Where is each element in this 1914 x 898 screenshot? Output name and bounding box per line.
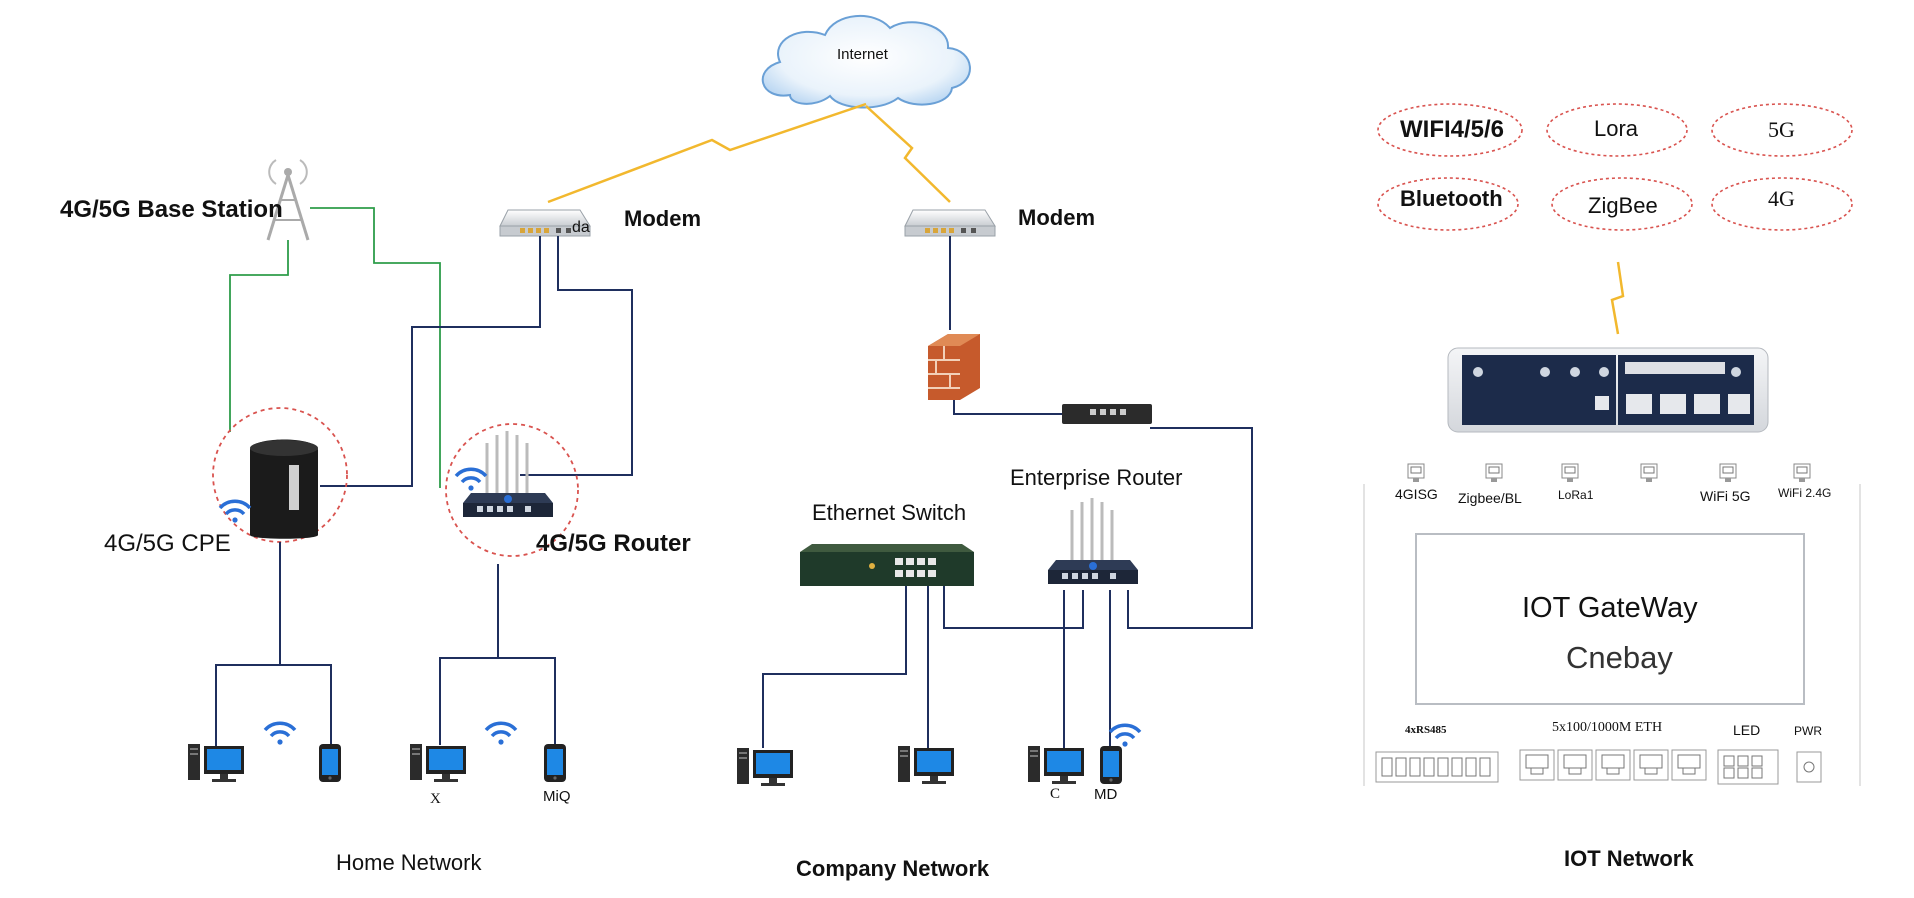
protocol-bluetooth: Bluetooth	[1400, 186, 1503, 211]
company-pc-2-icon	[898, 746, 954, 784]
home-router-label: 4G/5G Router	[536, 530, 691, 557]
gateway-title: IOT GateWay	[1522, 592, 1698, 624]
company-pc-1-icon	[737, 748, 793, 786]
iot-protocol-ellipses	[1377, 103, 1853, 231]
port-label-zigbee: Zigbee/BL	[1458, 490, 1522, 506]
cpe-link-devices	[215, 542, 281, 748]
base-station-label: 4G/5G Base Station	[60, 196, 283, 223]
iot-gateway-device	[1447, 347, 1769, 433]
company-phone-icon	[1100, 746, 1122, 784]
home-pc-1-icon	[188, 744, 244, 782]
home-device-label-2: MiQ	[543, 788, 571, 805]
firewall-link-switch	[953, 400, 1062, 415]
company-device-label-2: MD	[1094, 786, 1118, 803]
router-link-phone	[498, 657, 556, 745]
company-network-label: Company Network	[796, 856, 990, 881]
ethernet-switch-label: Ethernet Switch	[812, 500, 967, 525]
gateway-brand: Cnebay	[1566, 640, 1673, 675]
small-switch-link-router	[1127, 427, 1253, 629]
home-wifi-1-icon	[263, 721, 297, 747]
home-network-label: Home Network	[336, 850, 482, 875]
port-label-4gisg: 4GISG	[1395, 486, 1438, 502]
led-label: LED	[1733, 722, 1761, 738]
home-pc-2-icon	[410, 744, 466, 782]
protocol-zigbee: ZigBee	[1588, 193, 1658, 218]
home-wifi-2-icon	[484, 721, 518, 747]
port-label-wifi24g: WiFi 2.4G	[1778, 486, 1832, 500]
cpe-device-icon	[212, 407, 348, 543]
protocol-4g: 4G	[1768, 186, 1795, 211]
eth-port-block	[1519, 749, 1707, 781]
home-phone-2-icon	[544, 744, 566, 782]
switch-link-pc-1	[762, 586, 907, 748]
iot-network-label: IOT Network	[1564, 846, 1694, 871]
enterprise-router-label: Enterprise Router	[1010, 465, 1183, 490]
cpe-label: 4G/5G CPE	[104, 530, 231, 557]
home-device-label-1: X	[430, 791, 441, 807]
ethernet-switch-icon	[800, 544, 974, 586]
router-link-devices	[439, 564, 499, 745]
eth-label: 5x100/1000M ETH	[1552, 720, 1663, 735]
iot-antenna-ports	[1407, 463, 1811, 483]
company-pc-3-icon	[1028, 746, 1084, 784]
protocol-5g: 5G	[1768, 117, 1795, 142]
led-indicator-block	[1717, 749, 1779, 785]
company-modem-label: Modem	[1018, 205, 1095, 230]
cpe-link-phone	[280, 664, 332, 745]
port-label-wifi5g: WiFi 5G	[1700, 488, 1751, 504]
rs485-terminal-block	[1375, 751, 1499, 783]
protocol-wifi: WIFI4/5/6	[1400, 116, 1505, 143]
iot-wireless-bolt	[1610, 261, 1625, 335]
home-modem-port-text: da	[572, 219, 590, 236]
small-switch-icon	[1062, 404, 1152, 424]
home-router-icon	[445, 423, 579, 557]
wireless-link-home-modem	[547, 102, 867, 204]
power-port-block	[1796, 751, 1822, 783]
modem-link-cpe	[320, 236, 541, 487]
company-modem-icon	[904, 209, 996, 237]
company-device-label-1: C	[1050, 786, 1061, 802]
enterprise-router-icon	[1046, 496, 1140, 586]
port-label-lora: LoRa1	[1558, 488, 1594, 502]
rs485-label: 4xRS485	[1405, 724, 1447, 736]
company-wifi-icon	[1108, 723, 1142, 749]
protocol-lora: Lora	[1594, 116, 1639, 141]
base-station-link-cpe	[229, 240, 289, 432]
home-phone-1-icon	[319, 744, 341, 782]
firewall-icon	[928, 334, 980, 400]
switch-link-router	[943, 586, 1084, 629]
iot-gateway-panel	[1363, 484, 1861, 786]
pwr-label: PWR	[1794, 724, 1822, 738]
modem-link-router	[520, 236, 633, 476]
internet-label: Internet	[837, 46, 888, 63]
base-station-link-router	[310, 207, 441, 488]
home-modem-label: Modem	[624, 206, 701, 231]
base-station-tower-icon	[266, 159, 310, 241]
router-wifi-icon	[454, 467, 488, 493]
wireless-link-company-modem	[865, 105, 951, 203]
